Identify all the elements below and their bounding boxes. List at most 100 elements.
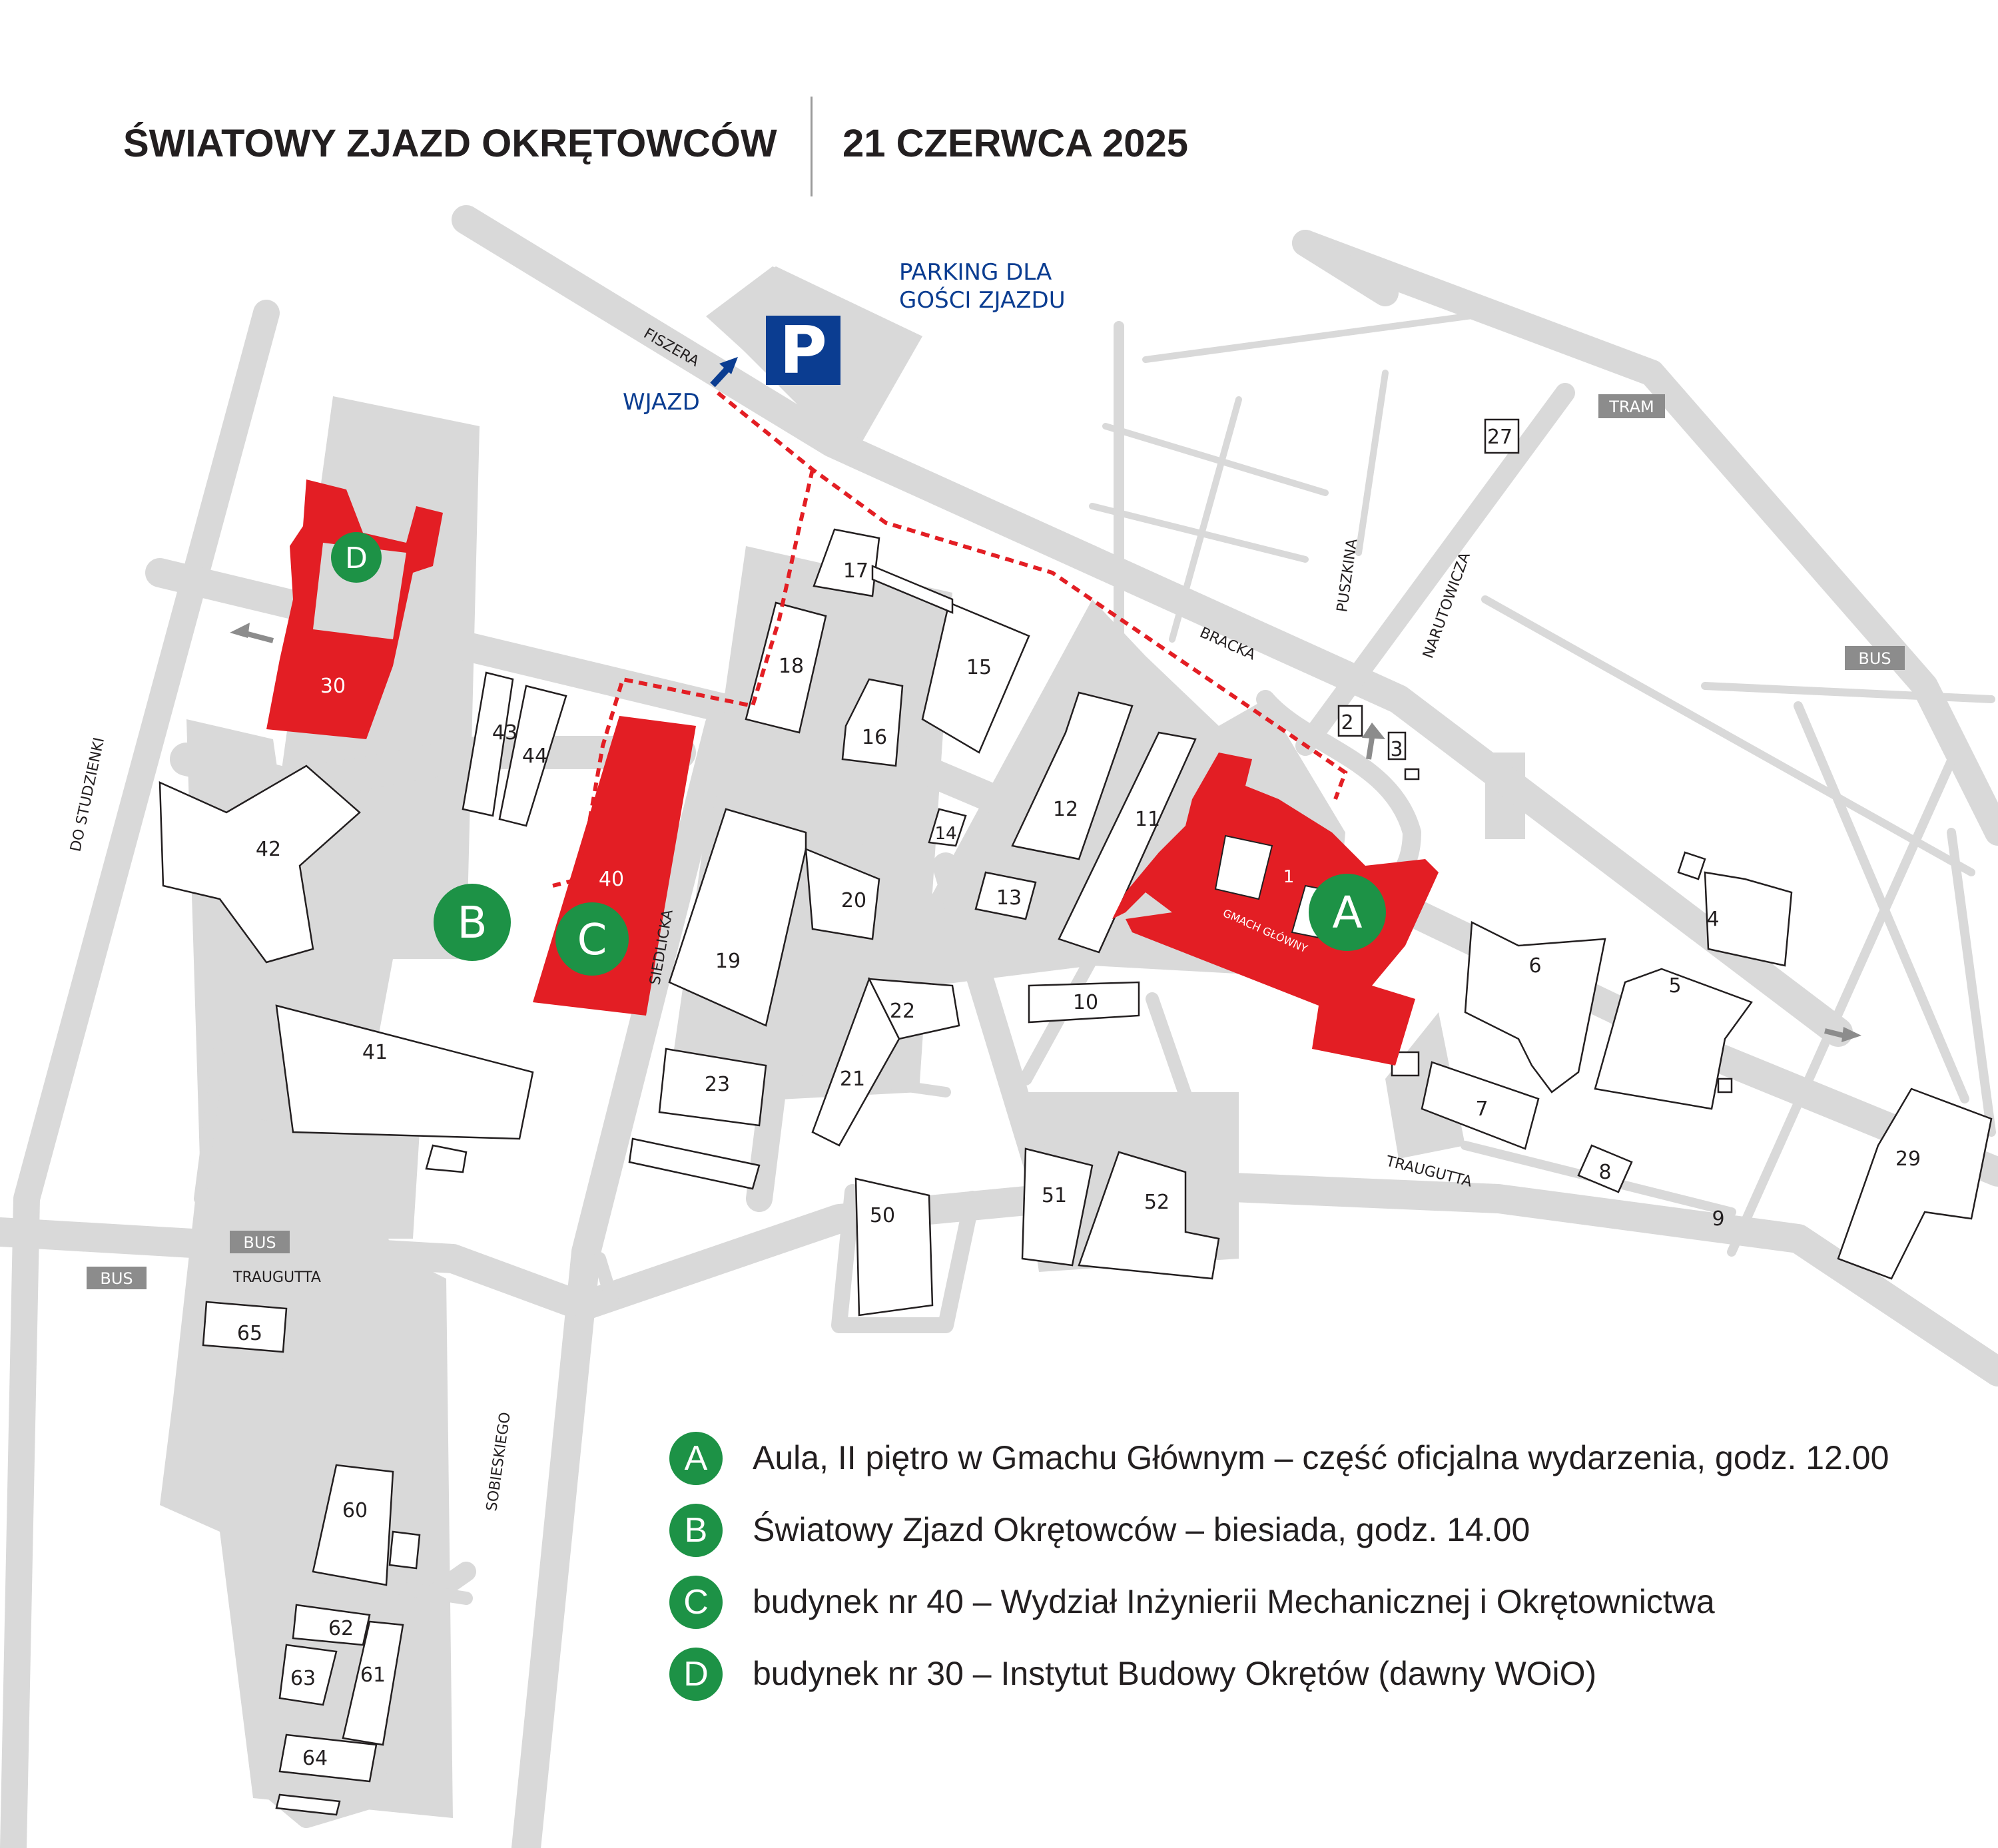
event-date: 21 CZERWCA 2025 (842, 122, 1188, 165)
label-building-27: 27 (1487, 426, 1512, 449)
building-10 (1028, 981, 1140, 1024)
bus-label-west: BUS (100, 1269, 133, 1288)
building-1 (1112, 753, 1439, 1066)
arrow-north-icon (1362, 723, 1385, 739)
building-65 (202, 1301, 288, 1353)
legend-text-b: Światowy Zjazd Okrętowców – biesiada, go… (753, 1511, 1530, 1548)
label-building-3: 3 (1390, 738, 1403, 761)
label-building-4: 4 (1706, 908, 1719, 931)
legend-item-b: B Światowy Zjazd Okrętowców – biesiada, … (669, 1504, 1975, 1564)
bus-label-center: BUS (243, 1233, 276, 1252)
label-building-43: 43 (492, 721, 517, 745)
direction-arrows (230, 623, 1861, 1042)
label-building-10: 10 (1073, 991, 1098, 1014)
marker-a-label: A (1332, 887, 1362, 938)
legend-badge-b: B (669, 1504, 723, 1557)
building-62 (292, 1604, 371, 1646)
building-61 (342, 1620, 404, 1746)
marker-c-label: C (577, 916, 607, 965)
legend-item-c: C budynek nr 40 – Wydział Inżynierii Mec… (669, 1576, 1975, 1636)
tram-label: TRAM (1608, 398, 1654, 416)
parking-label-line2: GOŚCI ZJAZDU (899, 286, 1066, 314)
building-23 (658, 1048, 767, 1127)
building-41 (275, 1004, 534, 1140)
marker-a (1309, 874, 1386, 951)
label-building-44: 44 (522, 745, 547, 768)
marker-c (555, 902, 629, 976)
legend-text-a: Aula, II piętro w Gmachu Głównym – część… (753, 1439, 1889, 1476)
building-52 (1078, 1151, 1220, 1280)
building-50 (854, 1177, 934, 1317)
building-4 (1704, 871, 1793, 967)
label-building-13: 13 (996, 886, 1022, 910)
building-6 (1464, 921, 1606, 1093)
building-8 (1577, 1144, 1633, 1193)
building-27 (1484, 418, 1520, 454)
label-building-52: 52 (1144, 1191, 1169, 1214)
building-3 (1387, 731, 1407, 761)
event-markers: A B C D (331, 532, 1386, 976)
label-building-30: 30 (320, 675, 346, 698)
street-puszkina: PUSZKINA (1334, 538, 1361, 613)
label-building-12: 12 (1053, 798, 1078, 821)
entrance-label: WJAZD (623, 389, 700, 416)
title-separator (811, 97, 813, 196)
label-building-9: 9 (1712, 1207, 1724, 1231)
street-sobieskiego: SOBIESKIEGO (484, 1411, 514, 1512)
marker-b (434, 884, 511, 961)
building-29 (1837, 1087, 1993, 1280)
label-building-41: 41 (362, 1041, 388, 1064)
label-building-11: 11 (1135, 808, 1160, 831)
label-building-51: 51 (1042, 1184, 1067, 1207)
street-traugutta-west: TRAUGUTTA (232, 1269, 321, 1286)
label-building-14: 14 (934, 824, 956, 844)
marker-d-label: D (345, 541, 368, 575)
white-buildings (159, 418, 1993, 1816)
legend-badge-d: D (669, 1648, 723, 1701)
arrow-east-icon (1841, 1027, 1861, 1042)
label-building-60: 60 (342, 1499, 368, 1522)
label-building-65: 65 (237, 1322, 262, 1345)
label-building-19: 19 (715, 950, 741, 973)
street-do-studzienki: DO STUDZIENKI (67, 736, 108, 853)
legend-badge-c: C (669, 1576, 723, 1629)
building-21 (811, 976, 900, 1147)
label-building-42: 42 (256, 838, 281, 861)
label-building-50: 50 (870, 1204, 895, 1227)
building-18 (745, 601, 827, 734)
building-44 (498, 685, 567, 827)
building-13 (974, 871, 1037, 920)
label-building-15: 15 (966, 656, 992, 679)
label-building-20: 20 (841, 889, 866, 912)
label-building-63: 63 (290, 1667, 316, 1690)
label-building-23: 23 (705, 1073, 730, 1096)
building-43 (462, 671, 514, 817)
label-building-21: 21 (840, 1068, 865, 1091)
parking-sign (766, 316, 840, 385)
legend-text-d: budynek nr 30 – Instytut Budowy Okrętów … (753, 1655, 1597, 1692)
building-14 (928, 808, 967, 847)
label-building-18: 18 (779, 655, 804, 678)
label-building-61: 61 (360, 1664, 386, 1687)
building-11 (1058, 731, 1197, 954)
building-51 (1021, 1147, 1094, 1267)
label-building-16: 16 (862, 726, 887, 749)
label-building-40: 40 (599, 868, 624, 891)
entrance-arrow-icon (710, 357, 738, 388)
building-16 (841, 678, 904, 767)
building-5 (1594, 968, 1753, 1110)
label-building-29: 29 (1895, 1147, 1921, 1171)
building-17 (813, 528, 880, 597)
parking-label-line1: PARKING DLA (899, 259, 1052, 286)
transit-labels: TRAM BUS BUS BUS (87, 394, 1905, 1289)
arrow-west-icon (230, 623, 250, 638)
parking-symbol: P (779, 313, 827, 389)
building-15 (921, 601, 1030, 754)
label-building-7: 7 (1475, 1097, 1488, 1121)
label-building-17: 17 (843, 559, 868, 583)
legend-item-a: A Aula, II piętro w Gmachu Głównym – czę… (669, 1432, 1975, 1492)
building-7 (1421, 1061, 1540, 1150)
label-building-64: 64 (302, 1747, 328, 1770)
building-20 (805, 848, 880, 940)
